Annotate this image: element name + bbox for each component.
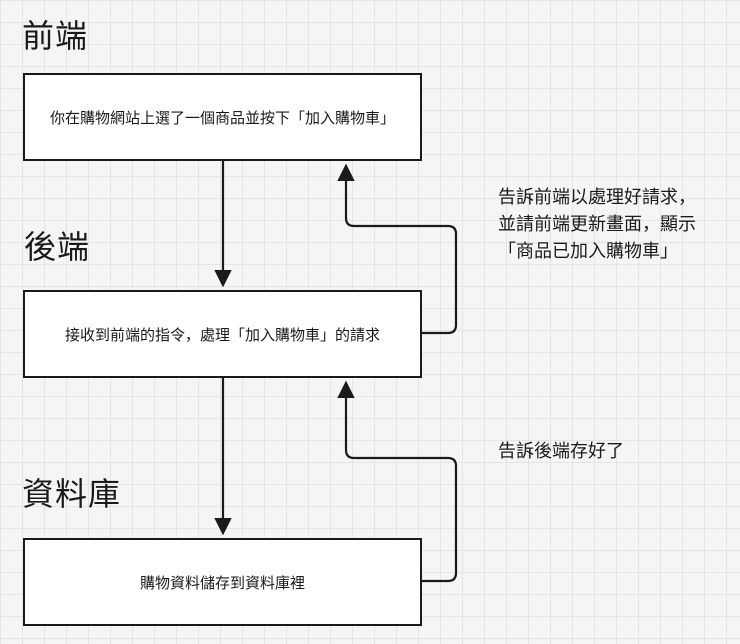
database-layer-title: 資料庫 xyxy=(22,475,122,513)
note-database-to-backend: 告訴後端存好了 xyxy=(498,441,624,462)
frontend-box-label: 你在購物網站上選了一個商品並按下「加入購物車」 xyxy=(49,108,395,127)
database-box-label: 購物資料儲存到資料庫裡 xyxy=(139,573,305,592)
frontend-box: 你在購物網站上選了一個商品並按下「加入購物車」 xyxy=(23,73,422,161)
arrow-database-to-backend xyxy=(337,380,458,583)
arrow-backend-to-frontend xyxy=(337,163,458,335)
note-line: 「商品已加入購物車」 xyxy=(498,241,678,262)
backend-box-label: 接收到前端的指令，處理「加入購物車」的請求 xyxy=(64,325,380,344)
note-line: 告訴前端以處理好請求， xyxy=(498,187,696,208)
note-line: 並請前端更新畫面，顯示 xyxy=(498,214,696,235)
note-backend-to-frontend: 告訴前端以處理好請求， 並請前端更新畫面，顯示 「商品已加入購物車」 xyxy=(498,184,696,265)
frontend-layer-title: 前端 xyxy=(22,17,89,55)
backend-box: 接收到前端的指令，處理「加入購物車」的請求 xyxy=(23,290,422,378)
backend-layer-title: 後端 xyxy=(24,228,91,266)
database-box: 購物資料儲存到資料庫裡 xyxy=(23,538,422,626)
